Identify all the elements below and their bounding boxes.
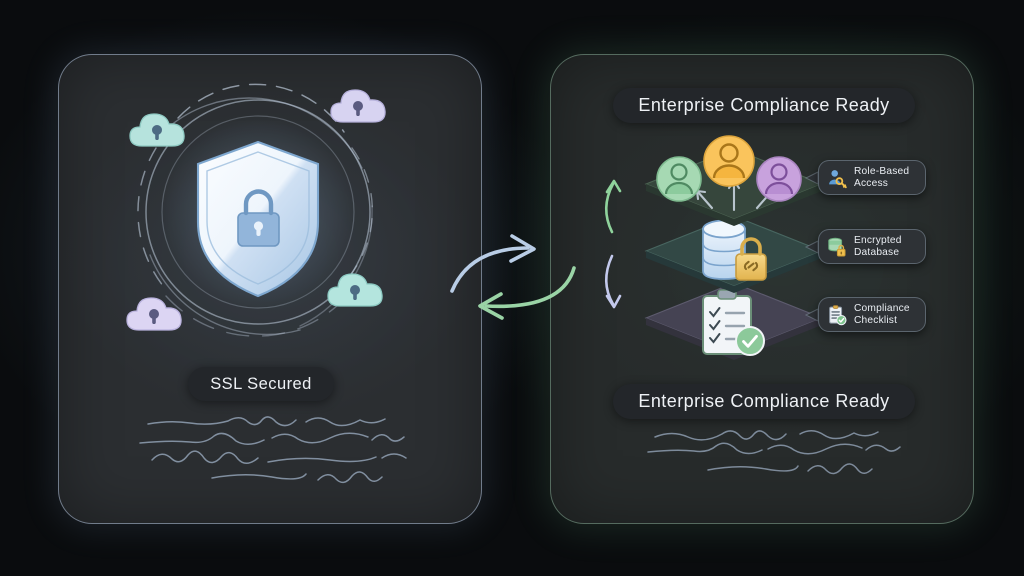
callout-compliance-checklist[interactable]: Compliance Checklist bbox=[818, 297, 926, 333]
callout-db-line1: Encrypted bbox=[854, 235, 902, 246]
callout-cc-line1: Compliance bbox=[854, 303, 910, 314]
ssl-secured-panel bbox=[58, 54, 482, 524]
callout-role-based-access[interactable]: Role-Based Access bbox=[818, 160, 926, 196]
clipboard-check-icon bbox=[829, 304, 847, 325]
enterprise-compliance-pill-bottom[interactable]: Enterprise Compliance Ready bbox=[613, 384, 915, 419]
enterprise-compliance-panel bbox=[550, 54, 974, 524]
database-lock-icon bbox=[828, 237, 846, 257]
callout-encrypted-database[interactable]: Encrypted Database bbox=[818, 229, 926, 265]
callout-compliance-checklist-text: Compliance Checklist bbox=[854, 303, 910, 326]
callout-cc-line2: Checklist bbox=[854, 314, 898, 326]
ssl-secured-pill[interactable]: SSL Secured bbox=[188, 367, 334, 401]
user-key-icon bbox=[829, 169, 847, 188]
callout-rbac-line1: Role-Based bbox=[854, 166, 910, 177]
callout-encrypted-database-text: Encrypted Database bbox=[854, 235, 902, 258]
callout-role-based-access-text: Role-Based Access bbox=[854, 166, 909, 189]
enterprise-compliance-pill-top[interactable]: Enterprise Compliance Ready bbox=[613, 88, 915, 123]
callout-rbac-line2: Access bbox=[854, 177, 889, 189]
callout-db-line2: Database bbox=[854, 246, 900, 258]
